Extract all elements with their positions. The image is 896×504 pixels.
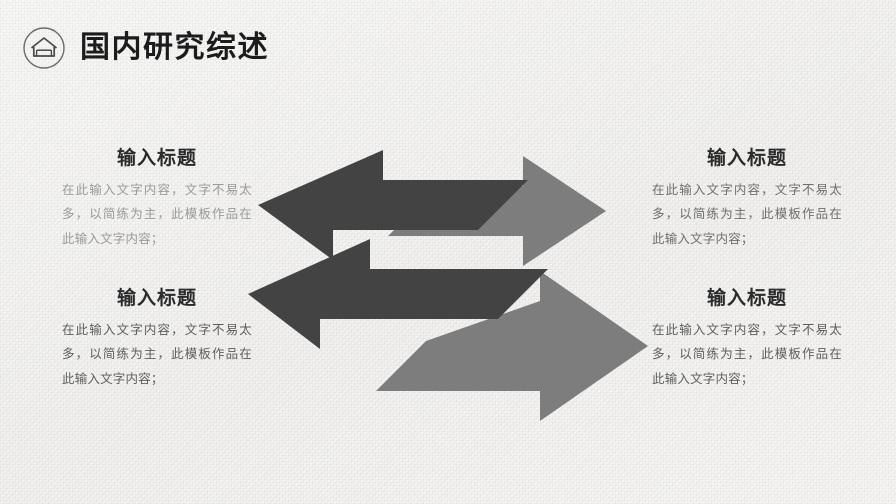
arrow-left-lower <box>248 239 548 349</box>
block-title: 输入标题 <box>706 288 787 309</box>
block-body: 在此输入文字内容，文字不易太多，以简练为主，此模板作品在此输入文字内容； <box>652 322 842 386</box>
slide-header: 国内研究综述 <box>22 26 269 70</box>
graduation-cap-icon <box>23 27 65 69</box>
block-title: 输入标题 <box>116 148 197 169</box>
arrow-left-upper <box>258 150 528 260</box>
block-body: 在此输入文字内容，文字不易太多，以简练为主，此模板作品在此输入文字内容； <box>62 182 252 246</box>
text-block-top-left[interactable]: 输入标题 在此输入文字内容，文字不易太多，以简练为主，此模板作品在此输入文字内容… <box>62 148 252 251</box>
text-block-bottom-left[interactable]: 输入标题 在此输入文字内容，文字不易太多，以简练为主，此模板作品在此输入文字内容… <box>62 288 252 391</box>
block-title: 输入标题 <box>116 288 197 309</box>
block-title: 输入标题 <box>706 148 787 169</box>
arrow-right-lower <box>376 271 648 421</box>
page-title: 国内研究综述 <box>80 31 269 64</box>
block-body: 在此输入文字内容，文字不易太多，以简练为主，此模板作品在此输入文字内容； <box>652 182 842 246</box>
text-block-bottom-right[interactable]: 输入标题 在此输入文字内容，文字不易太多，以简练为主，此模板作品在此输入文字内容… <box>652 288 842 391</box>
bidirectional-exchange-arrows-diagram <box>248 150 648 421</box>
text-block-top-right[interactable]: 输入标题 在此输入文字内容，文字不易太多，以简练为主，此模板作品在此输入文字内容… <box>652 148 842 251</box>
block-body: 在此输入文字内容，文字不易太多，以简练为主，此模板作品在此输入文字内容； <box>62 322 252 386</box>
